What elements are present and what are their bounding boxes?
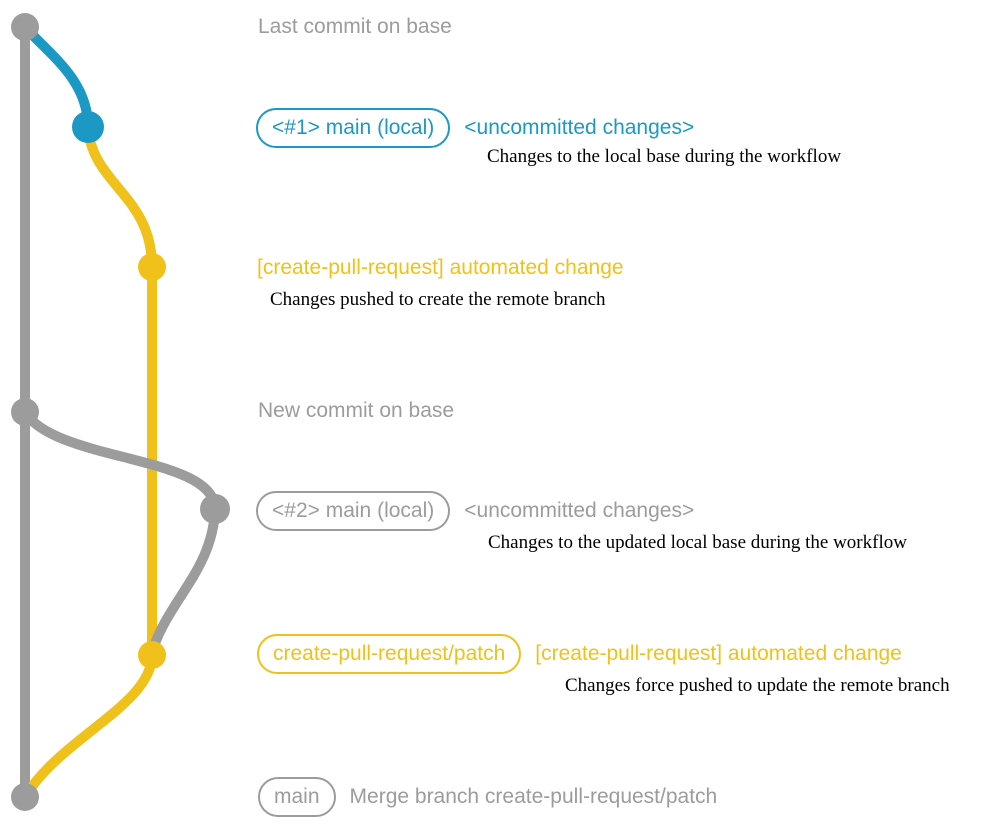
row-push-2: create-pull-request/patch [create-pull-r… <box>257 634 902 674</box>
commit-node-local-2 <box>200 494 230 524</box>
branch-badge-patch: create-pull-request/patch <box>257 634 522 674</box>
branch-badge-main: main <box>258 777 336 817</box>
uncommitted-changes-title-2: <uncommitted changes> <box>464 499 695 522</box>
branch-badge-main-local-1: <#1> main (local) <box>256 108 451 148</box>
commit-node-patch-1 <box>138 253 166 281</box>
last-commit-label: Last commit on base <box>258 15 452 38</box>
automated-change-title-2: [create-pull-request] automated change <box>535 642 902 665</box>
local-changes-branch-2-out-line <box>20 407 220 514</box>
desc-push-1: Changes pushed to create the remote bran… <box>270 289 606 310</box>
new-commit-label: New commit on base <box>258 399 455 422</box>
commit-node-local-1 <box>72 111 104 143</box>
row-push-1: [create-pull-request] automated change <box>257 255 624 281</box>
row-local-1: <#1> main (local) <uncommitted changes> <box>256 108 694 148</box>
local-changes-branch-2-merge-line <box>147 504 220 657</box>
commit-node-merge <box>11 783 39 811</box>
row-merge: main Merge branch create-pull-request/pa… <box>258 777 717 817</box>
row-local-2: <#2> main (local) <uncommitted changes> <box>256 491 694 531</box>
desc-local-1: Changes to the local base during the wor… <box>487 146 842 167</box>
commit-node-last-base <box>11 13 39 41</box>
desc-local-2: Changes to the updated local base during… <box>488 532 907 553</box>
branch-badge-main-local-2: <#2> main (local) <box>256 491 451 531</box>
merge-commit-title: Merge branch create-pull-request/patch <box>349 785 718 808</box>
desc-push-2: Changes force pushed to update the remot… <box>565 675 950 696</box>
automated-change-title-1: [create-pull-request] automated change <box>257 256 624 279</box>
uncommitted-changes-title-1: <uncommitted changes> <box>464 116 695 139</box>
commit-node-new-base <box>11 398 39 426</box>
commit-node-patch-2 <box>138 641 166 669</box>
local-changes-branch-1-line <box>20 22 93 132</box>
